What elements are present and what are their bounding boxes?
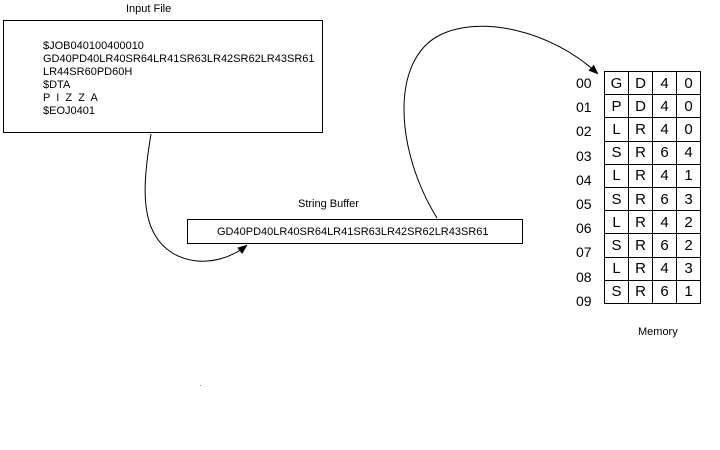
- memory-cell: R: [628, 140, 653, 165]
- memory-cell: 6: [652, 140, 677, 165]
- memory-cell: 4: [652, 163, 677, 188]
- memory-address-column: 00 01 02 03 04 05 06 07 08 09: [576, 71, 592, 313]
- memory-cell: 4: [652, 210, 677, 235]
- input-file-line: $DTA: [43, 79, 71, 91]
- memory-cell: 4: [676, 140, 701, 165]
- memory-cell: L: [604, 210, 629, 235]
- memory-cell: S: [604, 140, 629, 165]
- memory-cell: 6: [652, 279, 677, 304]
- memory-cell: L: [604, 163, 629, 188]
- memory-cell: 1: [676, 279, 701, 304]
- input-file-line: P I Z Z A: [43, 92, 98, 104]
- stray-dot: [200, 385, 201, 386]
- memory-address: 02: [576, 123, 592, 140]
- memory-label: Memory: [638, 326, 678, 338]
- memory-cell: 6: [652, 186, 677, 212]
- memory-cell: 0: [676, 70, 701, 96]
- memory-address: 06: [576, 220, 592, 237]
- string-buffer-label: String Buffer: [298, 198, 359, 210]
- memory-cell: R: [628, 117, 653, 142]
- memory-cell: D: [628, 70, 653, 96]
- string-buffer-content: GD40PD40LR40SR64LR41SR63LR42SR62LR43SR61: [217, 226, 489, 238]
- memory-cell: P: [604, 94, 629, 119]
- memory-cell: G: [604, 70, 629, 96]
- memory-cell: 2: [676, 233, 701, 258]
- memory-address: 04: [576, 171, 592, 188]
- memory-cell: R: [628, 163, 653, 188]
- memory-cell: 4: [652, 70, 677, 96]
- memory-cell: 2: [676, 210, 701, 235]
- memory-cell: L: [604, 256, 629, 281]
- memory-cell: 4: [652, 117, 677, 142]
- memory-address: 09: [576, 292, 592, 309]
- memory-cell: 1: [676, 163, 701, 188]
- memory-cell: D: [628, 94, 653, 119]
- memory-cell: R: [628, 279, 653, 304]
- arrow-input-to-buffer: [144, 133, 248, 262]
- memory-cell: 0: [676, 117, 701, 142]
- input-file-line: $EOJ0401: [43, 105, 95, 117]
- memory-address: 03: [576, 147, 592, 164]
- memory-cell: L: [604, 117, 629, 142]
- memory-address: 00: [576, 75, 592, 91]
- memory-cell: R: [628, 233, 653, 258]
- memory-address: 05: [576, 195, 592, 212]
- memory-address: 08: [576, 268, 592, 285]
- input-file-line: $JOB040100400010: [43, 40, 144, 52]
- memory-cell: 4: [652, 256, 677, 281]
- input-file-line: LR44SR60PD60H: [43, 66, 133, 78]
- memory-cell: S: [604, 186, 629, 212]
- memory-cell: R: [628, 210, 653, 235]
- memory-address: 01: [576, 99, 592, 116]
- memory-cell: 3: [676, 186, 701, 212]
- memory-cell: S: [604, 233, 629, 258]
- string-buffer-box: GD40PD40LR40SR64LR41SR63LR42SR62LR43SR61: [187, 219, 523, 244]
- input-file-label: Input File: [126, 3, 172, 15]
- memory-cell: 3: [676, 256, 701, 281]
- memory-cell: R: [628, 186, 653, 212]
- memory-cell: S: [604, 279, 629, 304]
- memory-cell: R: [628, 256, 653, 281]
- memory-cell: 0: [676, 94, 701, 119]
- memory-cell: 6: [652, 233, 677, 258]
- memory-cell: 4: [652, 94, 677, 119]
- input-file-line: GD40PD40LR40SR64LR41SR63LR42SR62LR43SR61: [43, 53, 315, 65]
- arrow-buffer-to-memory: [403, 25, 599, 219]
- memory-address: 07: [576, 244, 592, 261]
